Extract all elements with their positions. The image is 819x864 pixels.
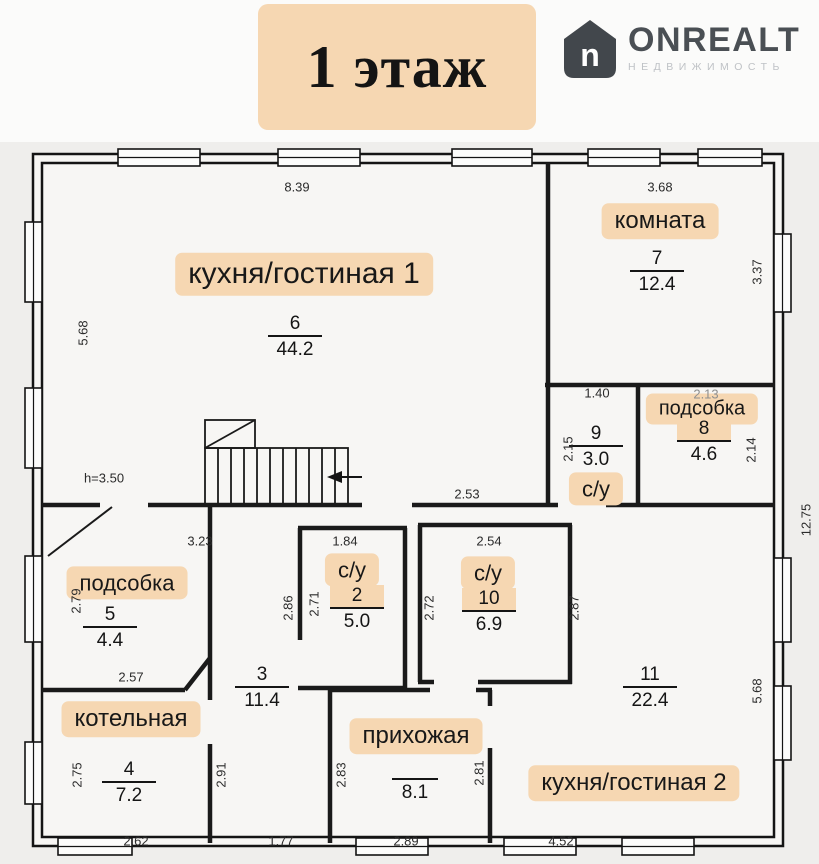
room-number: 6 (268, 313, 322, 337)
room-area: 8.1 (401, 782, 429, 803)
dim-label: 2.91 (213, 762, 229, 788)
room-label-bath-2: с/у (324, 553, 380, 587)
room-number (392, 777, 438, 780)
room-measure-bath-10: 10 6.9 (462, 588, 516, 635)
room-number: 11 (623, 664, 677, 688)
svg-text:n: n (580, 37, 600, 73)
dim-label-ceiling-height: h=3.50 (83, 470, 125, 486)
room-label-kitchen-living-2: кухня/гостиная 2 (528, 765, 740, 801)
room-area: 4.6 (690, 444, 718, 465)
logo-brand-text: ONREALT (628, 21, 801, 59)
dim-label: 2.13 (693, 386, 719, 402)
room-area: 6.9 (475, 614, 503, 635)
room-measure-room-7: 7 12.4 (630, 248, 684, 295)
door-leaf-line (47, 506, 113, 557)
dim-label: 2.62 (123, 833, 149, 849)
dim-label: 2.53 (454, 486, 480, 502)
logo-text: ONREALT НЕДВИЖИМОСТЬ (628, 18, 800, 73)
room-measure-kitchen-living-2: 11 22.4 (623, 664, 677, 711)
room-label-boiler-4: котельная (61, 701, 201, 737)
dim-label: 2.14 (743, 437, 759, 463)
room-label-utility-5: подсобка (66, 566, 188, 600)
room-number: 7 (630, 248, 684, 272)
room-measure-bath-9: 9 3.0 (569, 423, 623, 470)
room-label-room-7: комната (601, 203, 719, 239)
dim-label-total-height: 12.75 (798, 503, 814, 537)
dim-label: 1.40 (584, 385, 610, 401)
room-number: 8 (677, 418, 731, 442)
room-number: 5 (83, 604, 137, 628)
dim-label: 2.71 (306, 591, 322, 617)
room-number: 3 (235, 664, 289, 688)
room-label-hallway: прихожая (349, 718, 483, 754)
room-area: 5.0 (343, 611, 371, 632)
dim-label: 3.68 (647, 179, 673, 195)
dim-label: 1.84 (332, 533, 358, 549)
window-midlines (32, 156, 784, 848)
dim-label: 2.89 (393, 833, 419, 849)
room-area: 12.4 (638, 274, 676, 295)
dim-label: 1.77 (268, 833, 294, 849)
dim-label: 4.52 (548, 833, 574, 849)
logo-subtitle-text: НЕДВИЖИМОСТЬ (628, 61, 785, 73)
room-area: 7.2 (115, 785, 143, 806)
room-number: 10 (462, 588, 516, 612)
onrealt-logo: n ONREALT НЕДВИЖИМОСТЬ (562, 18, 812, 88)
room-label-utility-8: подсобка (645, 393, 759, 425)
room-area: 4.4 (96, 630, 124, 651)
dim-label: 2.72 (421, 595, 437, 621)
stairs-direction-arrow (327, 471, 362, 483)
room-measure-hallway: 8.1 (392, 777, 438, 803)
dim-label: 2.57 (118, 669, 144, 685)
room-area: 44.2 (276, 339, 314, 360)
dim-label: 2.75 (69, 762, 85, 788)
floor-title: 1 этаж (306, 33, 488, 100)
dim-label: 2.79 (68, 588, 84, 614)
floor-title-banner: 1 этаж (258, 4, 536, 130)
room-measure-utility-8: 8 4.6 (677, 418, 731, 465)
house-logo-icon: n (562, 18, 618, 80)
room-number: 9 (569, 423, 623, 447)
room-number: 2 (330, 585, 384, 609)
dim-label: 2.87 (566, 595, 582, 621)
dim-label: 2.86 (280, 595, 296, 621)
room-measure-bath-2: 2 5.0 (330, 585, 384, 632)
room-area: 22.4 (631, 690, 669, 711)
room-area: 3.0 (582, 449, 610, 470)
dim-label: 2.15 (560, 436, 576, 462)
dim-label: 3.23 (187, 533, 213, 549)
interior-walls (42, 163, 775, 843)
dim-label: 3.37 (749, 259, 765, 285)
dim-label: 8.39 (284, 179, 310, 195)
room-measure-boiler-4: 4 7.2 (102, 759, 156, 806)
room-measure-utility-5: 5 4.4 (83, 604, 137, 651)
room-measure-kitchen-living-1: 6 44.2 (268, 313, 322, 360)
dim-label: 5.68 (749, 678, 765, 704)
dim-label: 2.83 (333, 762, 349, 788)
dim-label: 2.81 (471, 760, 487, 786)
room-label-bath-9: с/у (568, 472, 624, 506)
room-label-bath-10: с/у (460, 556, 516, 590)
room-label-kitchen-living-1: кухня/гостиная 1 (175, 252, 433, 296)
dim-label: 5.68 (75, 320, 91, 346)
dim-label: 2.54 (476, 533, 502, 549)
room-measure-room-3: 3 11.4 (235, 664, 289, 711)
room-number: 4 (102, 759, 156, 783)
room-area: 11.4 (244, 690, 280, 711)
